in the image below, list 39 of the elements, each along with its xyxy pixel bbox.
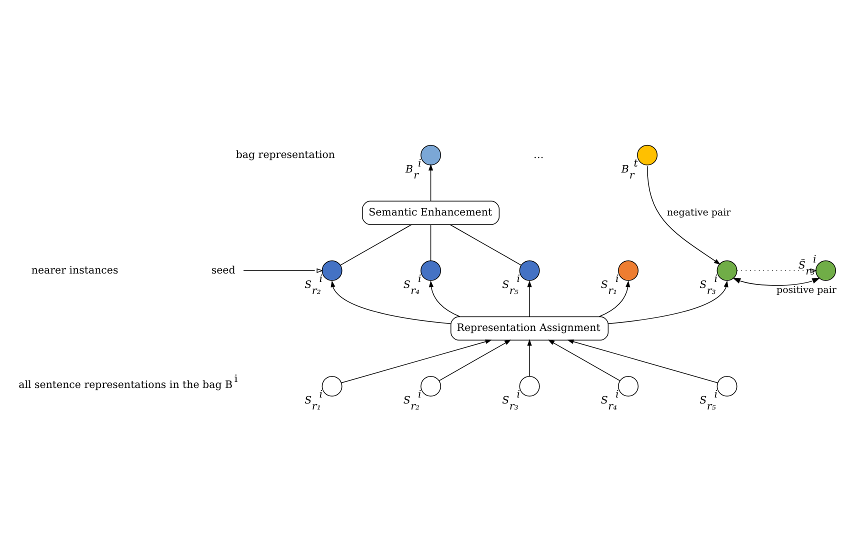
edge-label: negative pair (666, 207, 730, 218)
connector (430, 224, 431, 261)
label: nearer instances (30, 264, 118, 276)
arrow (732, 278, 820, 286)
node-circle (716, 260, 737, 281)
arrow (428, 280, 460, 317)
node-circle (716, 376, 737, 396)
arrow (438, 340, 511, 382)
node-circle (636, 144, 658, 166)
node-circle (420, 144, 441, 166)
arrow (526, 280, 532, 318)
node-circle (518, 376, 540, 396)
arrow (598, 280, 630, 317)
node-circle (420, 376, 441, 396)
arrow (242, 268, 323, 273)
label: … (533, 148, 544, 161)
node-text: seed (210, 264, 235, 276)
node-circle (321, 260, 342, 281)
arrow (608, 280, 728, 324)
node-circle (618, 376, 638, 396)
node-box: Representation Assignment (450, 316, 608, 340)
arrow (340, 340, 492, 384)
label: bag representation (235, 148, 335, 161)
connector (340, 224, 412, 266)
node-circle (518, 260, 540, 281)
arrow (547, 340, 620, 382)
edge-label: positive pair (776, 285, 836, 296)
node-circle (420, 260, 441, 281)
connector (449, 224, 521, 266)
node-circle (815, 260, 836, 281)
node-box: Semantic Enhancement (362, 200, 500, 225)
arrow (330, 280, 450, 324)
arrow (428, 164, 433, 202)
node-circle (618, 260, 638, 281)
arrow (526, 339, 532, 377)
arrow (566, 340, 718, 384)
node-circle (321, 376, 342, 396)
arrow (736, 268, 816, 273)
arrow (646, 166, 720, 265)
